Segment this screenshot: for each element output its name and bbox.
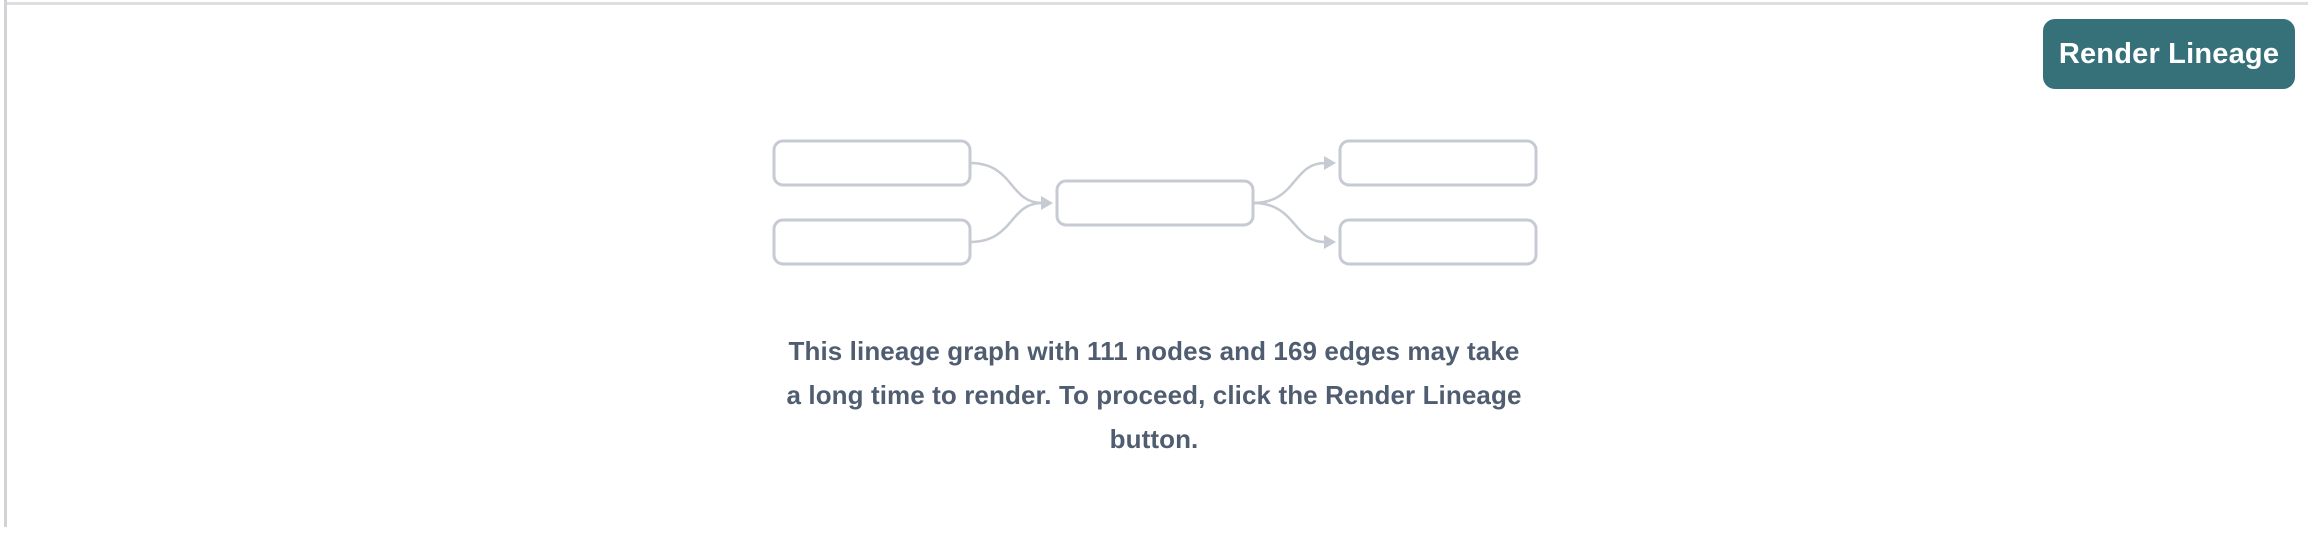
downstream-node-top xyxy=(1338,139,1538,187)
edge-upstream-bottom xyxy=(968,201,1044,244)
edge-upstream-top xyxy=(968,161,1044,205)
downstream-node-bottom xyxy=(1338,218,1538,266)
render-lineage-button[interactable]: Render Lineage xyxy=(2043,19,2295,89)
lineage-graph-illustration xyxy=(772,139,1538,266)
message-line: button. xyxy=(1109,424,1199,454)
illustration-edges xyxy=(968,156,1336,249)
illustration-nodes xyxy=(772,139,1538,266)
message-line: This lineage graph with 111 nodes and 16… xyxy=(788,336,1520,366)
message-line: a long time to render. To proceed, click… xyxy=(786,380,1522,410)
upstream-node-bottom xyxy=(772,218,972,266)
edge-downstream-top xyxy=(1251,161,1327,205)
upstream-node-top xyxy=(772,139,972,187)
center-node xyxy=(1055,179,1255,227)
arrowhead-center xyxy=(1041,196,1053,210)
panel-left-divider xyxy=(4,0,7,527)
edge-downstream-bottom xyxy=(1251,201,1327,244)
panel-top-border xyxy=(7,2,2308,5)
arrowhead-downstream-bottom xyxy=(1324,235,1336,249)
arrowhead-downstream-top xyxy=(1324,156,1336,170)
lineage-warning-message: This lineage graph with 111 nodes and 16… xyxy=(654,329,1654,461)
